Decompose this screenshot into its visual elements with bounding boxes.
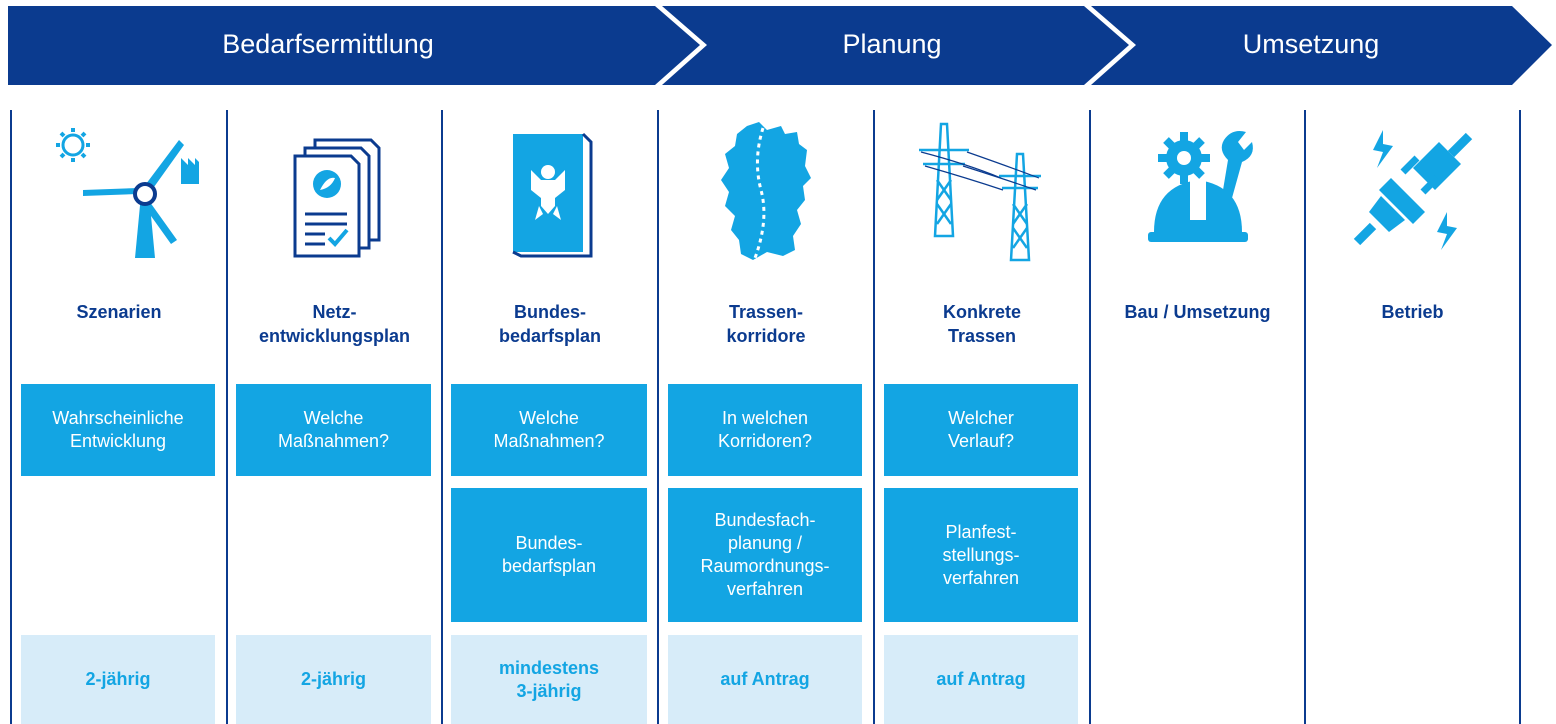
germany-map-icon [659,120,873,280]
phase-arrow-umsetzung [1091,6,1552,85]
column-bundesbedarfsplan: Bundes- bedarfsplan Welche Maßnahmen? Bu… [443,110,657,724]
frequency-box: mindestens 3-jährig [451,635,647,724]
procedure-box: Planfest- stellungs- verfahren [884,488,1078,622]
column-konkrete-trassen: Konkrete Trassen Welcher Verlauf? Planfe… [875,110,1089,724]
power-pylon-icon [875,120,1089,280]
column-szenarien: Szenarien Wahrscheinliche Entwicklung 2-… [12,110,226,724]
wind-turbine-icon [12,120,226,280]
phase-arrow-planung [662,6,1129,85]
column-divider [10,110,12,724]
question-box: In welchen Korridoren? [668,384,862,476]
column-divider [657,110,659,724]
phase-arrow-bedarfsermittlung [8,6,700,85]
construction-helmet-icon [1091,120,1304,280]
column-divider [1089,110,1091,724]
phase-label-bedarfsermittlung: Bedarfsermittlung [222,29,434,59]
column-title: Bundes- bedarfsplan [498,302,602,346]
column-netzentwicklungsplan: Netz- entwicklungsplan Welche Maßnahmen?… [228,110,441,724]
column-bau-umsetzung: Bau / Umsetzung [1091,110,1304,724]
frequency-box: 2-jährig [21,635,215,724]
procedure-box: Bundesfach- planung / Raumordnungs- verf… [668,488,862,622]
frequency-box: auf Antrag [884,635,1078,724]
phase-label-umsetzung: Umsetzung [1242,29,1380,59]
phase-label-planung: Planung [842,29,942,59]
frequency-box: 2-jährig [236,635,431,724]
column-title: Betrieb [1381,302,1444,322]
column-divider [1519,110,1521,724]
question-box: Welche Maßnahmen? [236,384,431,476]
document-stack-icon [228,120,441,280]
federal-law-book-icon [443,120,657,280]
power-plug-icon [1306,120,1519,280]
column-divider [1304,110,1306,724]
question-box: Wahrscheinliche Entwicklung [21,384,215,476]
phase-banner [8,6,1552,85]
column-title: Konkrete Trassen [942,302,1022,346]
column-title: Bau / Umsetzung [1124,302,1271,322]
column-title: Szenarien [76,302,162,322]
column-title: Netz- entwicklungsplan [258,302,411,346]
frequency-box: auf Antrag [668,635,862,724]
question-box: Welche Maßnahmen? [451,384,647,476]
column-trassenkorridore: Trassen- korridore In welchen Korridoren… [659,110,873,724]
column-betrieb: Betrieb [1306,110,1519,724]
column-title: Trassen- korridore [726,302,806,346]
column-divider [441,110,443,724]
procedure-box: Bundes- bedarfsplan [451,488,647,622]
column-divider [873,110,875,724]
column-divider [226,110,228,724]
question-box: Welcher Verlauf? [884,384,1078,476]
